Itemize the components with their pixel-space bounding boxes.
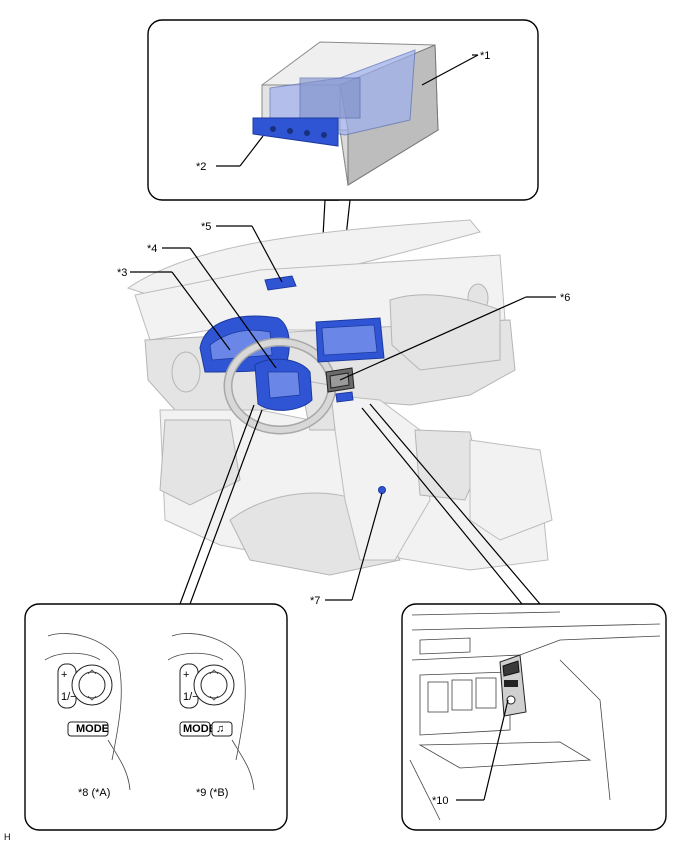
- steering-switch-b: + 1/− MODE ♫: [167, 633, 255, 791]
- top-callout: [147, 19, 539, 201]
- label-1: *1: [480, 50, 490, 62]
- mode-button-a: MODE: [76, 723, 109, 735]
- head-unit-button-panel: [252, 117, 339, 147]
- switch-callout-pointer-left: [179, 404, 255, 605]
- svg-text:1/−: 1/−: [183, 691, 199, 703]
- figure-code: H: [4, 832, 11, 842]
- label-6: *6: [560, 292, 570, 304]
- console-callout-pointer-left: [361, 407, 523, 605]
- combination-meter: [199, 315, 290, 373]
- mode-button-b: MODE: [183, 723, 216, 735]
- head-unit-illustration: [252, 41, 440, 186]
- label-4: *4: [147, 243, 157, 255]
- label-10: *10: [432, 795, 449, 807]
- console-callout: [401, 603, 667, 831]
- label-7: *7: [310, 595, 320, 607]
- svg-text:♫: ♫: [216, 723, 224, 735]
- label-5: *5: [201, 221, 211, 233]
- label-2: *2: [196, 161, 206, 173]
- switch-callout-pointer-right: [189, 409, 263, 605]
- console-callout-pointer-right: [369, 403, 541, 605]
- center-display: [315, 317, 385, 363]
- plus-button-a: +: [61, 669, 67, 681]
- steering-switch-callout: + 1/− MODE + 1/− MODE ♫: [24, 603, 288, 831]
- label-3: *3: [117, 267, 127, 279]
- usb-port: [499, 654, 527, 717]
- label-8: *8 (*A): [78, 787, 110, 799]
- steering-switch-a: + 1/− MODE: [44, 633, 131, 791]
- defogger-sensor: [264, 275, 297, 291]
- label-9: *9 (*B): [196, 787, 228, 799]
- plus-button-b: +: [183, 669, 189, 681]
- svg-text:1/−: 1/−: [61, 691, 77, 703]
- console-socket-dot: [378, 486, 386, 494]
